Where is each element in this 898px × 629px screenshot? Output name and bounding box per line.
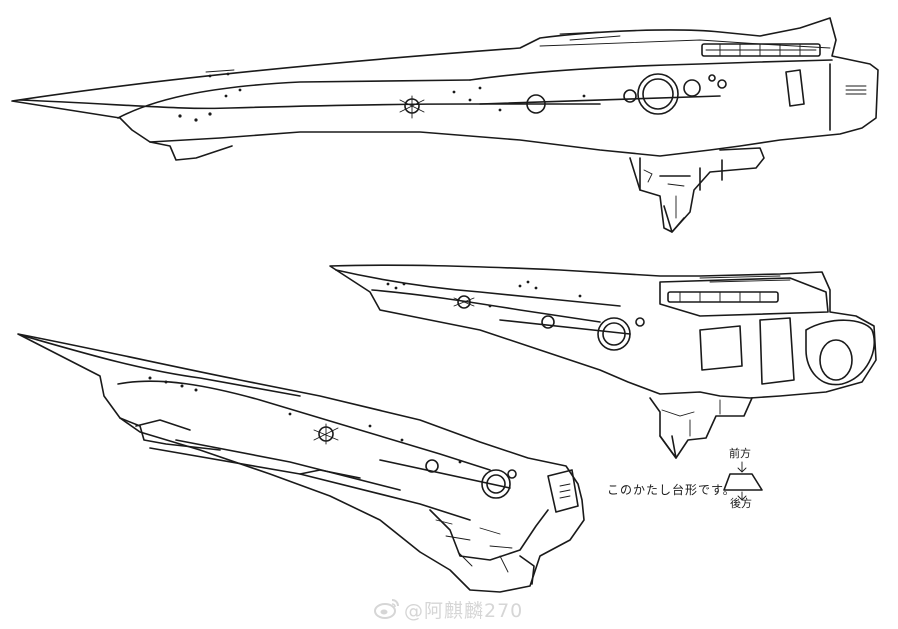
ship-emblem-icon (313, 423, 339, 445)
front-direction-label: 前方 (729, 447, 751, 460)
weibo-logo-icon (374, 599, 399, 619)
ship-emblem-icon (453, 295, 475, 309)
shape-annotation: このかたし台形です。 (607, 483, 736, 497)
section-trapezoid-diagram (723, 461, 763, 501)
ship-three-quarter-view (329, 264, 877, 459)
ship-emblem-icon (399, 95, 425, 119)
watermark-text: @阿麒麟270 (404, 600, 524, 622)
ship-side-view (11, 17, 879, 233)
ship-underside-view (17, 333, 585, 593)
rear-direction-label: 後方 (730, 497, 752, 510)
